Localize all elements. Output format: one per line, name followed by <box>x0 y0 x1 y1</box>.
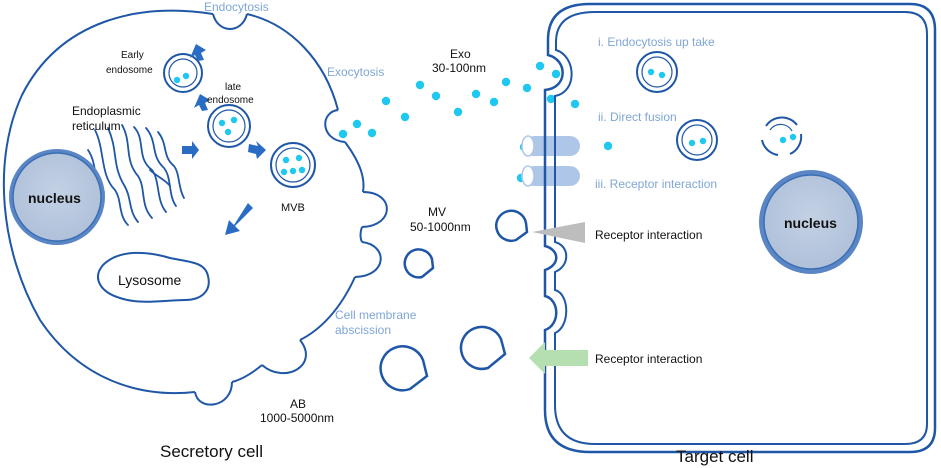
nucleus-right <box>759 170 863 274</box>
extracellular-bodies <box>379 209 529 392</box>
label-secretory-cell: Secretory cell <box>160 442 263 461</box>
label-late-endosome-2: endosome <box>207 95 254 106</box>
green-receptor-arrow <box>529 342 588 374</box>
lysosome <box>97 251 210 303</box>
ab-particle-2 <box>459 325 507 371</box>
gray-receptor-arrow <box>532 222 585 243</box>
nucleus-left <box>9 149 105 245</box>
labels: Endocytosis Early endosome late endosome… <box>28 0 837 466</box>
pathway-arrows <box>182 44 266 235</box>
secretory-cell <box>2 9 388 406</box>
mv-particle-1 <box>495 209 529 242</box>
mv-bud-2 <box>354 241 382 278</box>
arrow-endocytosis-to-early <box>190 44 206 61</box>
label-mv-2: 50-1000nm <box>410 220 471 234</box>
secretory-cell-membrane-lower-right <box>359 226 363 243</box>
label-ab-1: AB <box>290 397 306 411</box>
label-nucleus-right: nucleus <box>784 215 837 231</box>
label-early-endosome-1: Early <box>121 50 144 61</box>
ab-particle-1 <box>379 345 429 392</box>
label-uptake-iii: iii. Receptor interaction <box>595 177 717 191</box>
label-ab-2: 1000-5000nm <box>260 411 334 425</box>
label-receptor-mv: Receptor interaction <box>595 228 702 242</box>
mv-particle-2 <box>403 248 435 279</box>
label-cell-membrane-2: abscission <box>335 323 391 337</box>
endocytosis-pit <box>212 13 248 30</box>
label-exo-2: 30-100nm <box>432 61 486 75</box>
late-endosome <box>207 104 251 148</box>
secretory-cell-membrane <box>2 9 214 395</box>
label-cell-membrane-1: Cell membrane <box>335 308 417 322</box>
ab-bud-1 <box>261 339 307 375</box>
label-exocytosis: Exocytosis <box>327 65 384 79</box>
label-early-endosome-2: endosome <box>106 65 153 76</box>
target-vesicle-fusion <box>676 119 718 161</box>
label-nucleus-left: nucleus <box>28 190 81 206</box>
label-mvb: MVB <box>281 202 305 214</box>
label-late-endosome-1: late <box>225 82 242 93</box>
arrow-early-to-late <box>194 94 210 111</box>
target-vesicle-opening <box>761 116 803 156</box>
secretory-cell-membrane-right <box>344 141 365 193</box>
label-er-1: Endoplasmic <box>72 104 141 118</box>
receptors <box>521 135 580 187</box>
label-mv-1: MV <box>428 205 446 219</box>
target-cell-inner-wall <box>554 11 928 445</box>
cell-membrane-abscission-edge <box>299 276 356 341</box>
mv-bud-1 <box>361 191 388 228</box>
label-uptake-ii: ii. Direct fusion <box>598 110 677 124</box>
endoplasmic-reticulum <box>87 124 185 226</box>
receptor-upper <box>521 135 580 157</box>
early-endosome <box>163 53 203 93</box>
arrow-er-to-late <box>182 141 199 159</box>
target-cell <box>543 2 937 454</box>
label-exo-1: Exo <box>450 47 471 61</box>
exocytosis-bleb <box>324 109 346 143</box>
arrow-late-to-mvb <box>248 141 266 159</box>
secretory-cell-membrane-bottom <box>231 364 263 383</box>
label-target-cell: Target cell <box>676 447 753 466</box>
target-vesicle-endocytosed <box>636 51 678 93</box>
ab-bud-2 <box>194 381 233 406</box>
label-uptake-i: i. Endocytosis up take <box>598 35 715 49</box>
target-cell-outer-wall <box>543 2 937 454</box>
secretory-cell-membrane-top-right <box>246 13 339 111</box>
mvb <box>270 142 316 188</box>
exocytosis-dots <box>338 61 613 183</box>
label-endocytosis: Endocytosis <box>204 0 269 14</box>
label-lysosome: Lysosome <box>118 272 182 288</box>
label-receptor-ab: Receptor interaction <box>595 352 702 366</box>
label-er-2: reticulum <box>72 119 121 133</box>
receptor-lower <box>521 165 580 187</box>
arrow-mvb-to-lysosome <box>225 203 253 235</box>
